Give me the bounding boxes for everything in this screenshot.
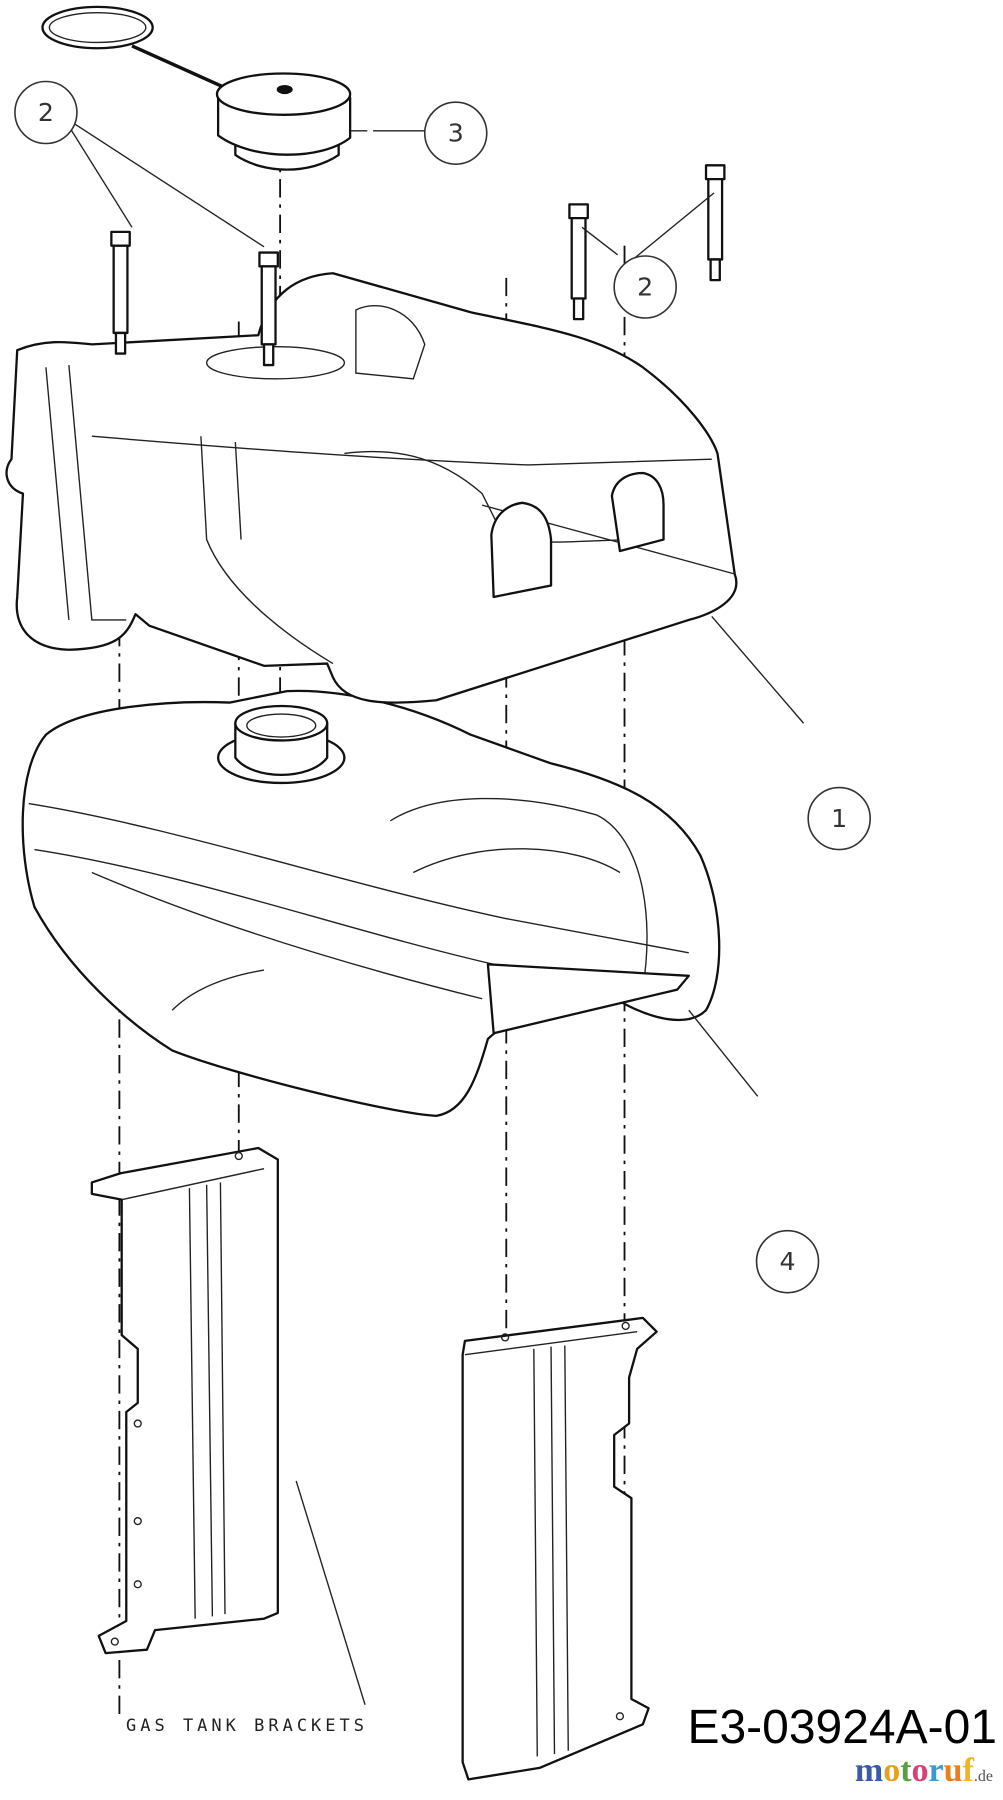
logo-text: motoruf [854, 1752, 974, 1789]
right-bracket [461, 1316, 658, 1781]
svg-text:2: 2 [637, 273, 653, 302]
bolt [704, 164, 726, 282]
gas-tank-brackets-caption: GAS TANK BRACKETS [126, 1716, 368, 1736]
left-bracket [90, 1146, 279, 1655]
callout-4: 4 [755, 1229, 820, 1294]
bolt [568, 203, 589, 321]
motoruf-logo: motoruf.de [855, 1752, 993, 1790]
callout-2-left: 2 [14, 80, 78, 145]
callout-2-right: 2 [613, 255, 677, 319]
callout-1: 1 [807, 786, 871, 851]
svg-text:2: 2 [38, 98, 54, 127]
svg-text:3: 3 [448, 119, 464, 148]
fuel-cap [41, 5, 368, 171]
svg-text:1: 1 [831, 804, 847, 833]
tank-cover [5, 272, 738, 704]
bolt [110, 230, 131, 355]
logo-suffix: .de [973, 1768, 993, 1785]
drawing-code: E3-03924A-01 [687, 1701, 997, 1754]
leader-lines [68, 121, 805, 1705]
fuel-tank [21, 689, 721, 1118]
svg-text:4: 4 [779, 1247, 795, 1276]
bolt [258, 251, 279, 367]
bolts [110, 164, 726, 367]
callout-3: 3 [423, 101, 488, 165]
